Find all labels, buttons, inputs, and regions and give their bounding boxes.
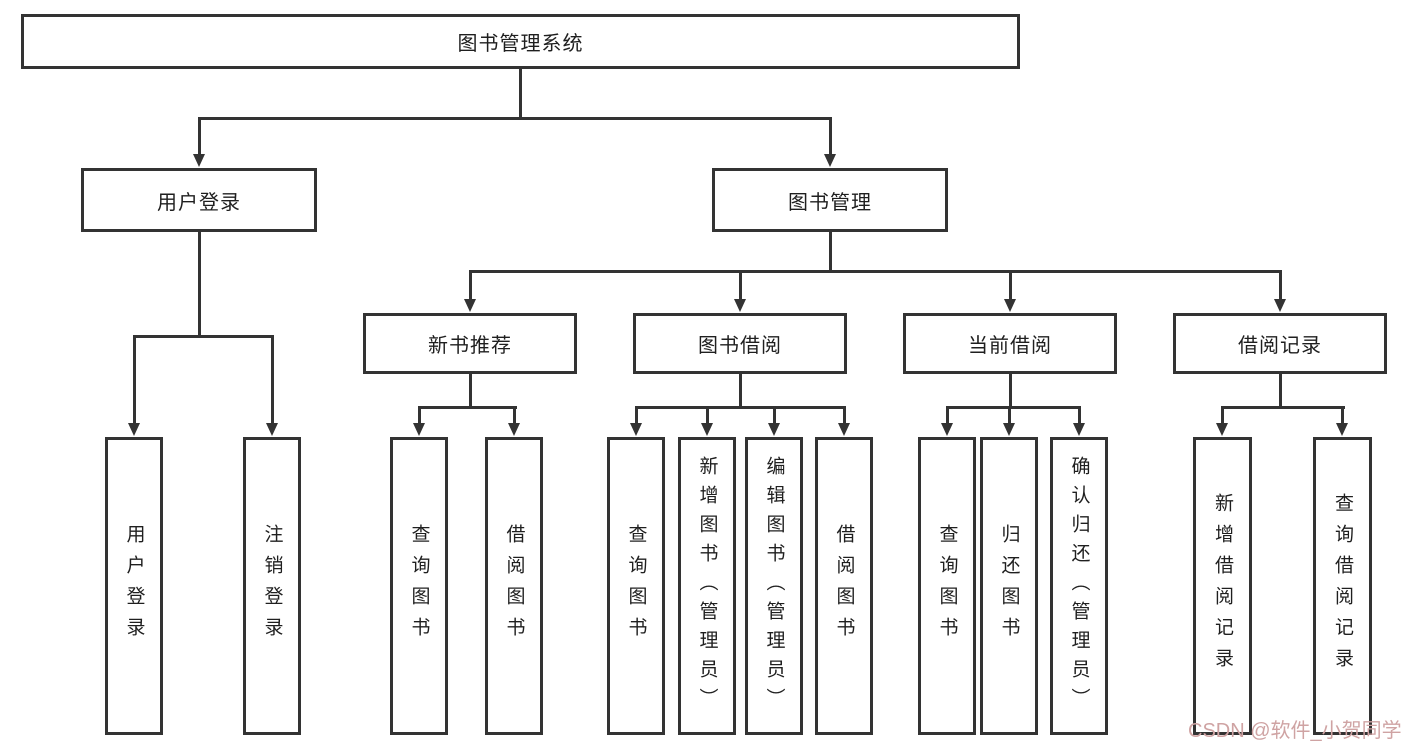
connector-book-mgmt-trunk [828,231,832,273]
leaf-borrow-books: 借阅图书 [815,437,873,735]
arrow-s1-c3 [837,409,850,436]
arrow-s3-c1 [1336,409,1348,436]
node-root: 图书管理系统 [21,14,1020,69]
connector-s1-rail [634,406,846,409]
leaf-user-login: 用户登录 [105,437,163,735]
csdn-watermark: CSDN @软件_小贺同学 [1188,720,1402,742]
arrow-to-borrow-records [1273,273,1286,312]
arrow-to-leaf-logout [265,338,278,436]
leaf-add-books-admin-label: 新增图书（管理员） [696,455,718,717]
connector-s2-trunk [1008,371,1012,409]
leaf-query-books-current-label: 查询图书 [936,524,958,648]
leaf-user-login-label: 用户登录 [123,524,145,648]
node-user-login-label: 用户登录 [157,191,241,214]
arrow-to-book-mgmt [823,118,836,167]
leaf-add-borrow-record-label: 新增借阅记录 [1212,493,1233,679]
leaf-borrow-books-label: 借阅图书 [833,524,855,648]
arrow-s3-c0 [1216,409,1228,436]
arrow-s0-c0 [412,409,425,436]
connector-user-login-rail [132,335,274,338]
arrow-s2-c0 [940,409,953,436]
leaf-borrow-books-recommend-label: 借阅图书 [503,524,525,648]
arrow-s1-c2 [767,409,780,436]
arrow-s1-c1 [700,409,713,436]
arrow-to-user-login [192,118,205,167]
node-current-borrow: 当前借阅 [903,313,1117,374]
arrow-to-new-book-recommend [463,273,476,312]
leaf-add-books-admin: 新增图书（管理员） [678,437,736,735]
node-borrow-records: 借阅记录 [1173,313,1387,374]
leaf-query-borrow-record: 查询借阅记录 [1313,437,1372,735]
leaf-edit-books-admin-label: 编辑图书（管理员） [763,455,785,717]
leaf-borrow-books-recommend: 借阅图书 [485,437,543,735]
leaf-query-books-recommend: 查询图书 [390,437,448,735]
node-book-mgmt: 图书管理 [712,168,948,232]
leaf-confirm-return-admin: 确认归还（管理员） [1050,437,1108,735]
leaf-return-books-label: 归还图书 [998,524,1020,648]
arrow-s2-c1 [1002,409,1015,436]
connector-s0-rail [417,406,517,409]
leaf-edit-books-admin: 编辑图书（管理员） [745,437,803,735]
connector-s2-rail [945,406,1081,409]
leaf-query-borrow-record-label: 查询借阅记录 [1332,493,1353,679]
node-book-borrow: 图书借阅 [633,313,847,374]
node-root-label: 图书管理系统 [457,33,584,55]
connector-user-login-trunk [197,231,201,338]
leaf-add-borrow-record: 新增借阅记录 [1193,437,1252,735]
node-current-borrow-label: 当前借阅 [968,335,1052,357]
node-new-book-recommend: 新书推荐 [363,313,577,374]
arrow-to-current-borrow [1003,273,1016,312]
connector-s3-trunk [1278,371,1282,409]
arrow-s0-c1 [507,409,520,436]
connector-sections-rail [468,270,1282,273]
node-book-mgmt-label: 图书管理 [788,191,872,214]
connector-root-trunk [518,67,522,120]
leaf-query-books-current: 查询图书 [918,437,976,735]
leaf-query-books-recommend-label: 查询图书 [408,524,430,648]
arrow-to-leaf-user-login [127,338,140,436]
connector-s3-rail [1221,406,1345,409]
leaf-return-books: 归还图书 [980,437,1038,735]
connector-level2-rail [197,117,832,120]
leaf-query-books-borrow: 查询图书 [607,437,665,735]
arrow-s1-c0 [629,409,642,436]
node-new-book-recommend-label: 新书推荐 [428,335,512,357]
arrow-to-book-borrow [733,273,746,312]
connector-s1-trunk [738,371,742,409]
connector-s0-trunk [468,371,472,409]
leaf-query-books-borrow-label: 查询图书 [625,524,647,648]
arrow-s2-c2 [1072,409,1085,436]
node-user-login: 用户登录 [81,168,317,232]
leaf-confirm-return-admin-label: 确认归还（管理员） [1068,455,1090,717]
leaf-logout: 注销登录 [243,437,301,735]
node-book-borrow-label: 图书借阅 [698,335,782,357]
leaf-logout-label: 注销登录 [261,524,283,648]
node-borrow-records-label: 借阅记录 [1238,335,1322,357]
